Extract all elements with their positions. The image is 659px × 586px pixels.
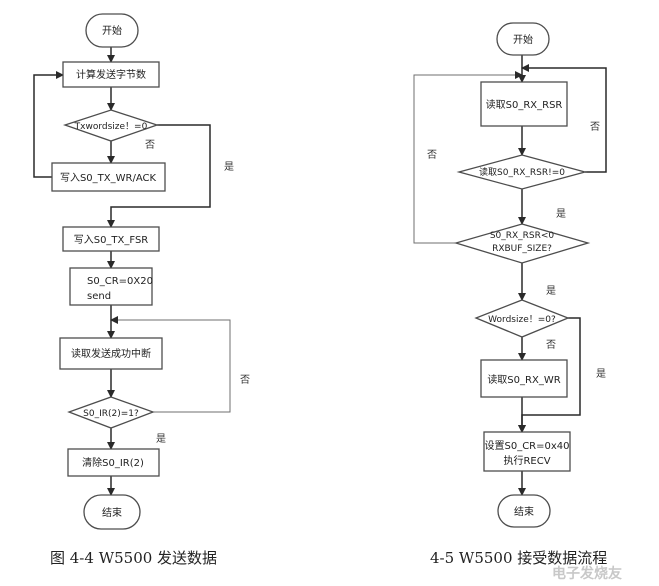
node-write-tx-wr-ack: 写入S0_TX_WR/ACK [51, 162, 166, 192]
node-write-tx-fsr-label: 写入S0_TX_FSR [74, 234, 149, 246]
node-end: 结束 [83, 494, 141, 530]
edge-label-yes-1: 是 [224, 161, 234, 173]
watermark: 电子发烧友 [552, 565, 622, 582]
edge-r-label-yes-1: 是 [556, 208, 566, 220]
node-calc-bytes: 计算发送字节数 [62, 61, 160, 88]
edge-r-label-no-outer: 否 [427, 149, 437, 161]
edge-label-yes-2: 是 [156, 433, 166, 445]
node-r-start: 开始 [496, 22, 550, 56]
decision-rx-rsr-ne0: 读取S0_RX_RSR!=0 [456, 154, 588, 190]
node-read-send-int-label: 读取发送成功中断 [71, 347, 151, 360]
left-caption: 图 4-4 W5500 发送数据 [50, 549, 217, 567]
node-cr-send-line1: S0_CR=0X20 [87, 276, 153, 287]
node-start: 开始 [85, 13, 139, 48]
send-flowchart: 开始 计算发送字节数 Txwordsize！=0 写入S0_TX_WR/ACK … [33, 13, 250, 567]
edge-r-outer-no-loop [413, 71, 523, 244]
node-read-rx-wr-label: 读取S0_RX_WR [487, 373, 560, 386]
edge-r-cond-no-loop [521, 64, 607, 173]
node-write-tx-wr-ack-label: 写入S0_TX_WR/ACK [60, 172, 157, 184]
edge-r-label-yes-2: 是 [546, 285, 556, 297]
node-start-label: 开始 [102, 24, 122, 37]
decision-rx-rsr-lt-line1: S0_RX_RSR<0 [490, 231, 555, 241]
node-r-end: 结束 [497, 494, 551, 528]
edge-label-no-2: 否 [240, 374, 250, 386]
decision-rx-rsr-lt-line2: RXBUF_SIZE? [492, 244, 552, 254]
edge-r-label-no-3: 否 [546, 339, 556, 351]
decision-wordsize-label: Wordsize！=0? [488, 314, 556, 325]
node-read-rx-rsr-label: 读取S0_RX_RSR [486, 98, 563, 111]
node-set-cr-recv-line2: 执行RECV [503, 454, 550, 467]
edge-r-label-no-inner: 否 [590, 121, 600, 133]
node-end-label: 结束 [102, 506, 122, 519]
node-r-end-label: 结束 [514, 505, 534, 518]
node-calc-bytes-label: 计算发送字节数 [76, 68, 146, 81]
receive-flowchart: 开始 读取S0_RX_RSR 读取S0_RX_RSR!=0 S0_RX_RSR<… [413, 22, 607, 567]
node-write-tx-fsr: 写入S0_TX_FSR [62, 226, 160, 252]
decision-s0-ir: S0_IR(2)=1? [67, 396, 155, 429]
edge-cond-yes-to-fsr [107, 124, 211, 228]
node-clear-s0-ir: 清除S0_IR(2) [67, 448, 160, 477]
edge-label-no-1: 否 [145, 139, 155, 151]
node-clear-s0-ir-label: 清除S0_IR(2) [82, 456, 144, 469]
node-set-cr-recv-line1: 设置S0_CR=0x40 [484, 440, 569, 452]
edge-writeack-loop [33, 71, 64, 178]
decision-rx-rsr-lt: S0_RX_RSR<0 RXBUF_SIZE? [453, 223, 591, 264]
decision-txwordsize: Txwordsize！=0 [62, 109, 160, 142]
node-r-start-label: 开始 [513, 33, 533, 46]
node-cr-send: S0_CR=0X20 send [69, 267, 153, 306]
node-cr-send-line2: send [87, 291, 111, 302]
decision-txwordsize-label: Txwordsize！=0 [74, 121, 148, 132]
node-set-cr-recv: 设置S0_CR=0x40 执行RECV [483, 431, 571, 472]
edge-condir-no-loop [110, 316, 231, 413]
right-caption: 4-5 W5500 接受数据流程 [430, 549, 607, 567]
decision-s0-ir-label: S0_IR(2)=1? [83, 409, 139, 419]
node-read-send-int: 读取发送成功中断 [59, 337, 163, 370]
decision-wordsize: Wordsize！=0? [474, 299, 570, 338]
node-read-rx-rsr: 读取S0_RX_RSR [480, 81, 568, 127]
edge-r-label-yes-3: 是 [596, 368, 606, 380]
node-read-rx-wr: 读取S0_RX_WR [480, 359, 568, 398]
decision-rx-rsr-ne0-label: 读取S0_RX_RSR!=0 [479, 166, 565, 178]
